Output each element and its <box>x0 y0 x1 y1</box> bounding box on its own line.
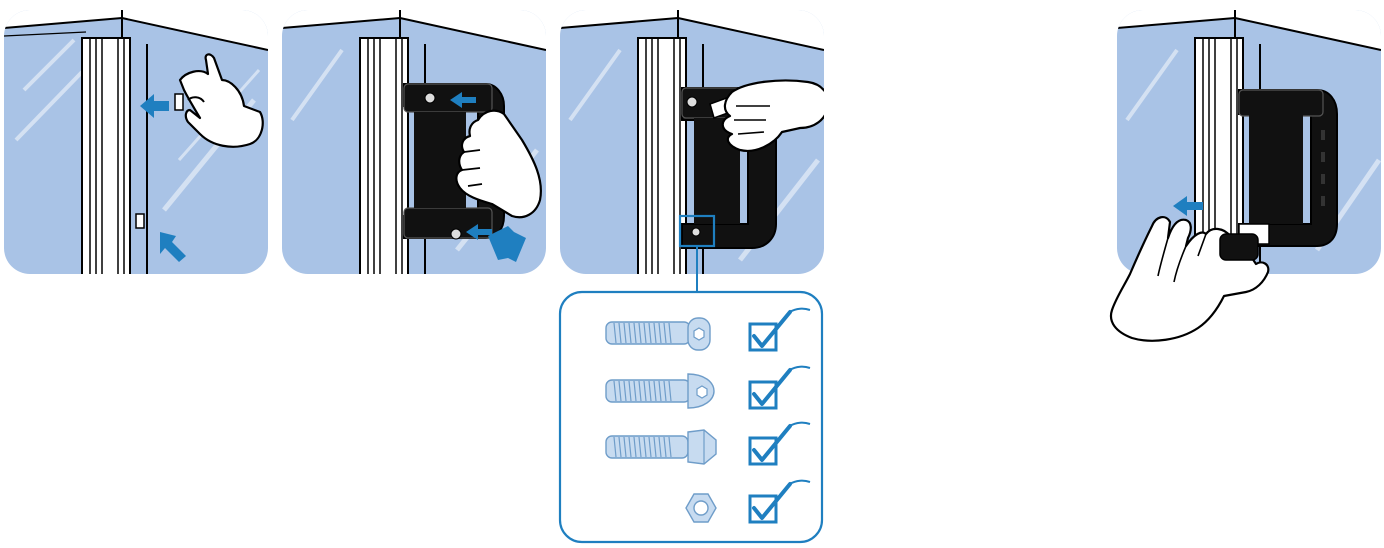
window-handle-screw-icon <box>560 10 824 274</box>
step-3-panel <box>560 10 824 274</box>
window-frame-remove-caps-icon <box>4 10 268 274</box>
hand-pressing-cap <box>1106 186 1276 346</box>
callout-connector <box>696 246 698 292</box>
step-2-panel <box>282 10 546 274</box>
fastener-callout <box>558 290 824 544</box>
window-handle-place-icon <box>282 10 546 274</box>
step-1-panel <box>4 10 268 274</box>
